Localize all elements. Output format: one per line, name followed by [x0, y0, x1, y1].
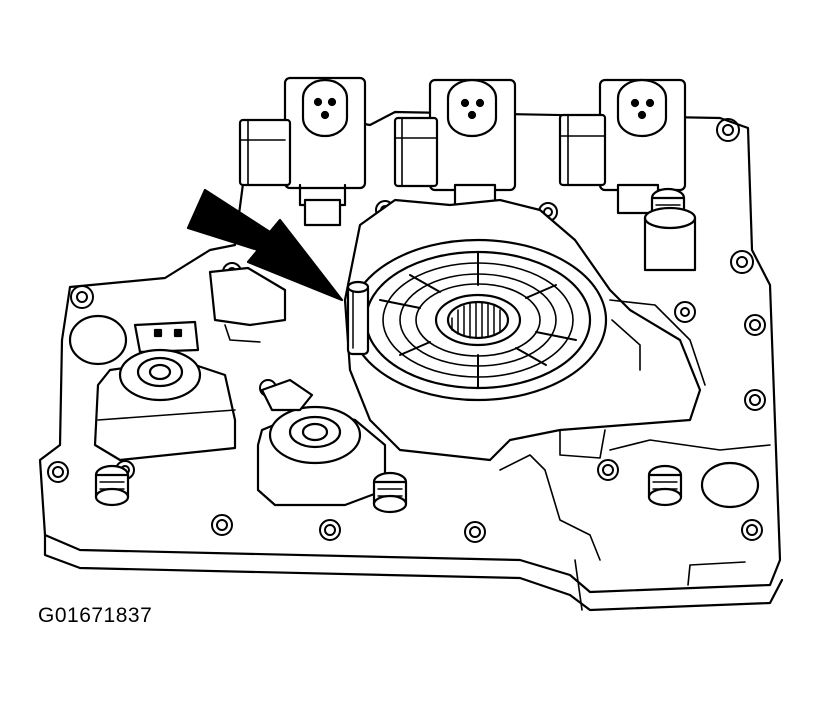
bolt-hole — [48, 462, 68, 482]
bolt-head-left — [96, 466, 128, 505]
bolt-hole — [675, 302, 695, 322]
bolt-hole — [742, 520, 762, 540]
bolt-head-center — [374, 473, 406, 512]
bolt-hole — [71, 286, 93, 308]
round-plug-left — [70, 316, 126, 364]
solenoid-1 — [240, 78, 365, 225]
splined-hub — [436, 295, 520, 345]
bolt-hole — [212, 515, 232, 535]
figure-caption: G01671837 — [38, 604, 153, 627]
valve-housing-left — [95, 350, 235, 460]
pin — [348, 282, 368, 354]
ring — [350, 240, 640, 400]
terminal-block — [135, 322, 198, 352]
solenoid-connector — [448, 80, 496, 136]
bracket-left — [210, 268, 285, 342]
arrow-pointer — [188, 190, 342, 300]
bolt-hole — [745, 390, 765, 410]
bolt-head-right-top — [645, 189, 695, 270]
ring-spokes — [380, 252, 576, 388]
bolt-hole — [465, 522, 485, 542]
solenoid-connector — [618, 80, 666, 136]
bolt-hole — [731, 251, 753, 273]
round-plug-right — [702, 463, 758, 507]
bolt-hole — [598, 460, 618, 480]
bolt-hole — [745, 315, 765, 335]
solenoid-connector — [303, 80, 347, 136]
solenoid-2 — [395, 80, 515, 215]
bolt-head-right-bottom — [649, 466, 681, 505]
solenoid-3 — [560, 80, 685, 213]
valve-housing-center — [258, 380, 385, 505]
bolt-hole — [320, 520, 340, 540]
bolt-hole — [717, 119, 739, 141]
